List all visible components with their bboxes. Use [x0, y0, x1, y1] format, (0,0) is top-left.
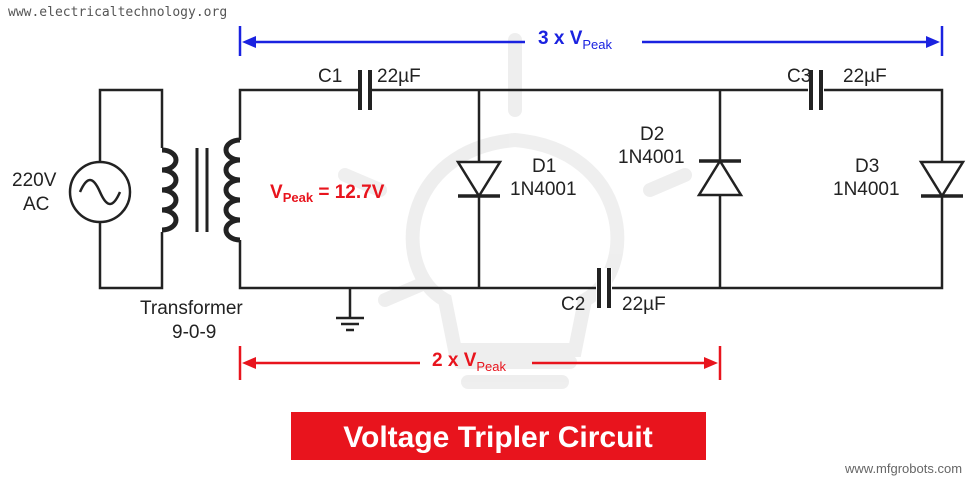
site-url: www.electricaltechnology.org [8, 5, 227, 20]
c2-value: 22µF [622, 294, 666, 315]
d1-part: 1N4001 [510, 179, 577, 200]
d3-id: D3 [855, 156, 879, 177]
d1-id: D1 [532, 156, 556, 177]
page-title: Voltage Tripler Circuit [343, 421, 653, 454]
d3-part: 1N4001 [833, 179, 900, 200]
c2-id: C2 [561, 294, 585, 315]
footer-watermark: www.mfgrobots.com [844, 461, 962, 476]
c1-id: C1 [318, 66, 342, 87]
transformer-rating: 9-0-9 [172, 322, 216, 343]
vpeak-label: VPeak = 12.7V [270, 182, 385, 205]
source-type: AC [23, 194, 49, 215]
source-wiring [98, 88, 164, 290]
dimension-top-label: 3 x VPeak [538, 28, 613, 52]
d2-id: D2 [640, 124, 664, 145]
source-voltage: 220V [12, 170, 57, 191]
capacitor-c3 [808, 70, 824, 110]
diode-d1 [455, 160, 503, 199]
lightbulb-watermark-icon [338, 33, 692, 389]
capacitor-c1 [358, 70, 372, 110]
diode-d2 [696, 158, 744, 197]
capacitor-c2 [596, 268, 612, 308]
dimension-top [238, 26, 944, 56]
diode-d3 [918, 160, 966, 199]
circuit-wiring [238, 88, 944, 318]
c3-id: C3 [787, 66, 811, 87]
c1-value: 22µF [377, 66, 421, 87]
transformer-name: Transformer [140, 298, 243, 319]
d2-part: 1N4001 [618, 147, 685, 168]
transformer-icon [161, 137, 241, 243]
dimension-bottom-label: 2 x VPeak [432, 350, 507, 374]
c3-value: 22µF [843, 66, 887, 87]
ac-source-icon [68, 160, 132, 224]
title-banner [291, 412, 706, 460]
ground-icon [336, 316, 364, 332]
dimension-bottom [238, 346, 722, 380]
